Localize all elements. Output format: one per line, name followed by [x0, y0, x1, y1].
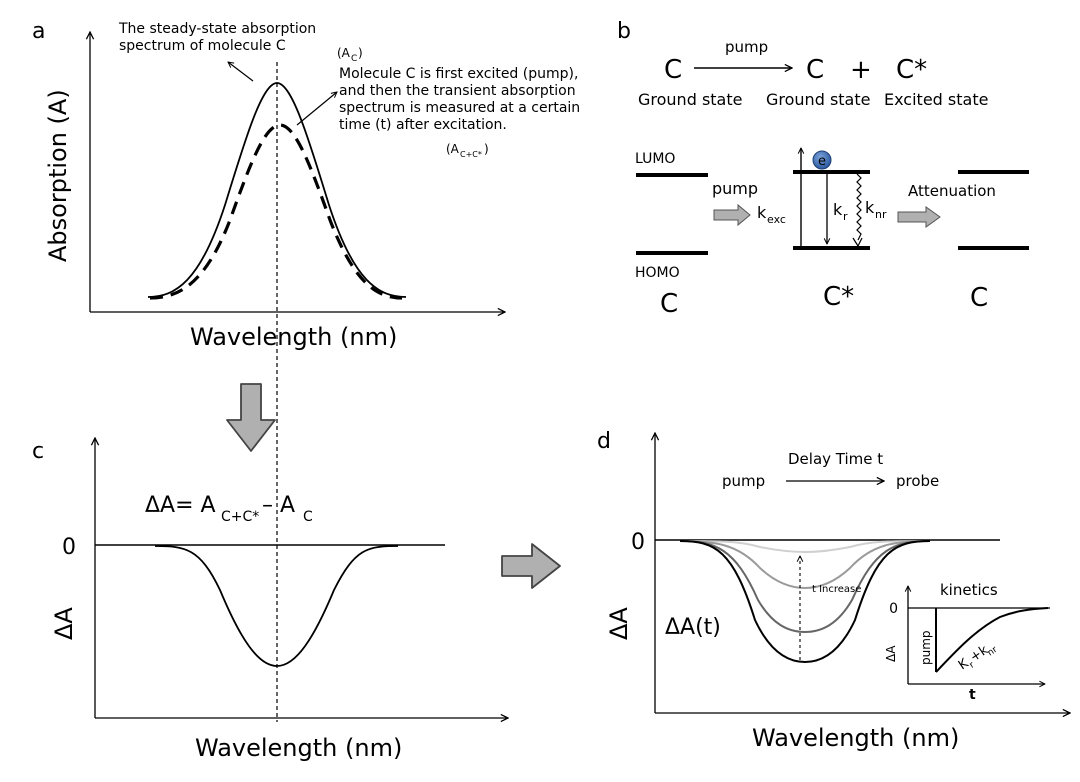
panel-c-zero-label: 0 — [62, 535, 76, 560]
eq-sub-1: C+C* — [221, 509, 259, 525]
annot-trans-symbol: (A — [446, 142, 460, 156]
reaction-pump-label: pump — [725, 38, 768, 56]
panel-c-y-label: ΔA — [50, 607, 78, 640]
k-exc-subscript: exc — [767, 213, 786, 226]
ground-state-label-1: Ground state — [638, 90, 742, 109]
eq-lhs: ΔA= A — [145, 493, 216, 518]
annot-trans-line4: time (t) after excitation. — [339, 117, 507, 133]
panel-d-letter: d — [597, 429, 611, 454]
annot-steady-symbol: (A — [337, 46, 351, 60]
eq-minus: – A — [262, 493, 295, 518]
panel-d-x-label: Wavelength (nm) — [752, 724, 959, 752]
spectrum-t3 — [679, 540, 931, 590]
molecule-c-left: C — [660, 289, 678, 319]
transient-annotation-arrow — [296, 92, 337, 126]
electron-label: e — [818, 154, 826, 169]
annot-trans-line3: spectrum is measured at a certain — [339, 100, 580, 116]
kinetics-x-label: t — [969, 687, 976, 703]
k-nr-subscript: nr — [875, 208, 887, 221]
right-arrow-icon — [501, 543, 561, 589]
electron-icon — [812, 150, 832, 170]
annot-trans-line1: Molecule C is first excited (pump), — [339, 66, 578, 82]
down-arrow-icon — [226, 383, 276, 452]
panel-c-letter: c — [32, 439, 44, 464]
annot-steady-line2: spectrum of molecule C — [119, 38, 286, 54]
difference-spectrum — [154, 545, 399, 667]
pump-probe-pump-label: pump — [722, 472, 765, 490]
panel-a-letter: a — [32, 19, 45, 44]
molecule-c-star-mid: C* — [823, 282, 854, 312]
lumo-label: LUMO — [635, 151, 675, 167]
nonradiative-arrowhead — [852, 237, 863, 248]
transient-spectrum — [149, 123, 403, 300]
product-c-star: C* — [896, 55, 927, 85]
k-exc-label: k — [757, 203, 767, 222]
plus-sign: + — [850, 55, 872, 85]
panel-c-x-label: Wavelength (nm) — [195, 734, 402, 762]
panel-a: a Absorption (A) Wavelength (nm) The ste… — [32, 19, 580, 351]
kinetics-pump-label: pump — [919, 630, 933, 665]
annot-steady-subscript: C — [351, 54, 357, 64]
annot-trans-subscript: C+C* — [460, 150, 482, 159]
spectrum-t1 — [679, 540, 931, 664]
reactant-c: C — [664, 55, 682, 85]
spectrum-t4 — [679, 540, 931, 554]
panel-d: d 0 ΔA Wavelength (nm) pump Delay Time t… — [597, 429, 1070, 752]
k-r-label: k — [833, 200, 843, 219]
molecule-c-right: C — [970, 283, 988, 313]
ground-state-label-2: Ground state — [766, 90, 870, 109]
t-increase-label: t Increase — [812, 584, 861, 595]
panel-b: b C pump C + C* Ground state Ground stat… — [617, 19, 1029, 319]
pump-label: pump — [712, 179, 758, 198]
eq-sub-2: C — [303, 509, 313, 525]
kinetics-decay-curve — [935, 607, 1049, 673]
annot-trans-close: ) — [484, 142, 489, 156]
delay-time-label: Delay Time t — [788, 450, 883, 468]
excited-state-label: Excited state — [884, 90, 988, 109]
k-nr-label: k — [865, 198, 875, 217]
panel-a-y-label: Absorption (A) — [44, 89, 72, 262]
pump-probe-probe-label: probe — [896, 472, 939, 490]
pump-arrow-icon — [713, 203, 751, 227]
steady-annotation-arrow — [228, 62, 254, 82]
annot-steady-close: ) — [358, 46, 363, 60]
attenuation-label: Attenuation — [908, 182, 996, 200]
kinetics-zero-label: 0 — [889, 601, 898, 617]
nonradiative-decay-arrow — [856, 173, 862, 241]
panel-b-letter: b — [617, 19, 631, 44]
panel-d-zero-label: 0 — [631, 530, 645, 555]
spectrum-t2 — [679, 540, 931, 634]
annot-steady-line1: The steady-state absorption — [118, 21, 316, 37]
kinetics-r-sub: r — [968, 660, 977, 671]
annot-trans-line2: and then the transient absorption — [339, 83, 576, 99]
panel-c: c 0 ΔA Wavelength (nm) ΔA= A C+C* – A C — [32, 438, 508, 762]
product-c: C — [806, 55, 824, 85]
panel-a-x-label: Wavelength (nm) — [190, 323, 397, 351]
attenuation-arrow-icon — [897, 206, 941, 228]
kinetics-title: kinetics — [940, 581, 998, 599]
panel-d-y-label: ΔA — [605, 607, 633, 640]
k-r-subscript: r — [843, 210, 848, 223]
delta-a-t-label: ΔA(t) — [665, 615, 721, 640]
kinetics-y-label: ΔA — [884, 645, 898, 662]
homo-label: HOMO — [635, 265, 680, 281]
